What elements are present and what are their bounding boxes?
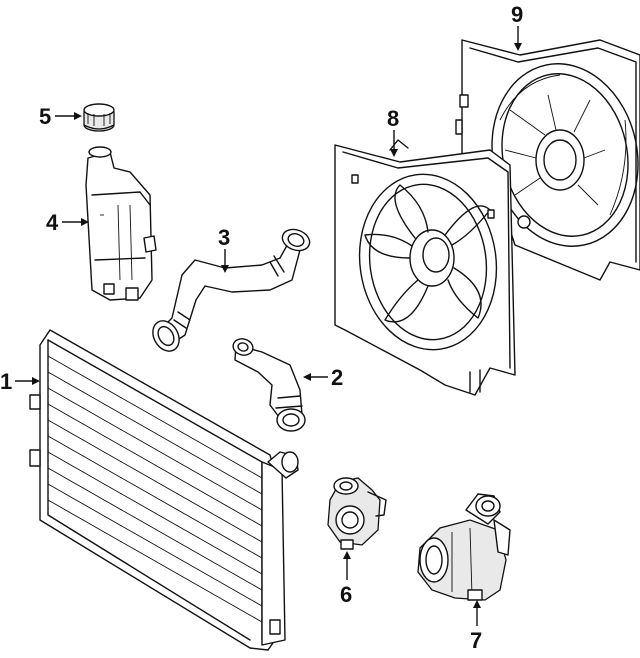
callout-6: 6 bbox=[340, 582, 352, 607]
callout-8: 8 bbox=[387, 106, 399, 131]
callout-1: 1 bbox=[0, 369, 12, 394]
upper-hose[interactable] bbox=[148, 226, 313, 356]
thermostat[interactable] bbox=[327, 477, 387, 550]
front-fan-assembly[interactable] bbox=[334, 139, 516, 396]
tank-cap[interactable] bbox=[83, 103, 115, 132]
callout-9: 9 bbox=[511, 2, 523, 27]
leader-lines bbox=[15, 26, 522, 626]
callout-3: 3 bbox=[218, 225, 230, 250]
water-pump[interactable] bbox=[417, 493, 511, 601]
expansion-tank[interactable] bbox=[85, 146, 157, 301]
lower-hose[interactable] bbox=[231, 337, 306, 432]
radiator[interactable] bbox=[29, 329, 299, 651]
callout-5: 5 bbox=[39, 104, 51, 129]
callout-4: 4 bbox=[46, 210, 59, 235]
callout-labels: 1 2 3 4 5 6 7 8 9 bbox=[0, 2, 523, 653]
callout-2: 2 bbox=[331, 365, 343, 390]
callout-7: 7 bbox=[470, 628, 482, 653]
